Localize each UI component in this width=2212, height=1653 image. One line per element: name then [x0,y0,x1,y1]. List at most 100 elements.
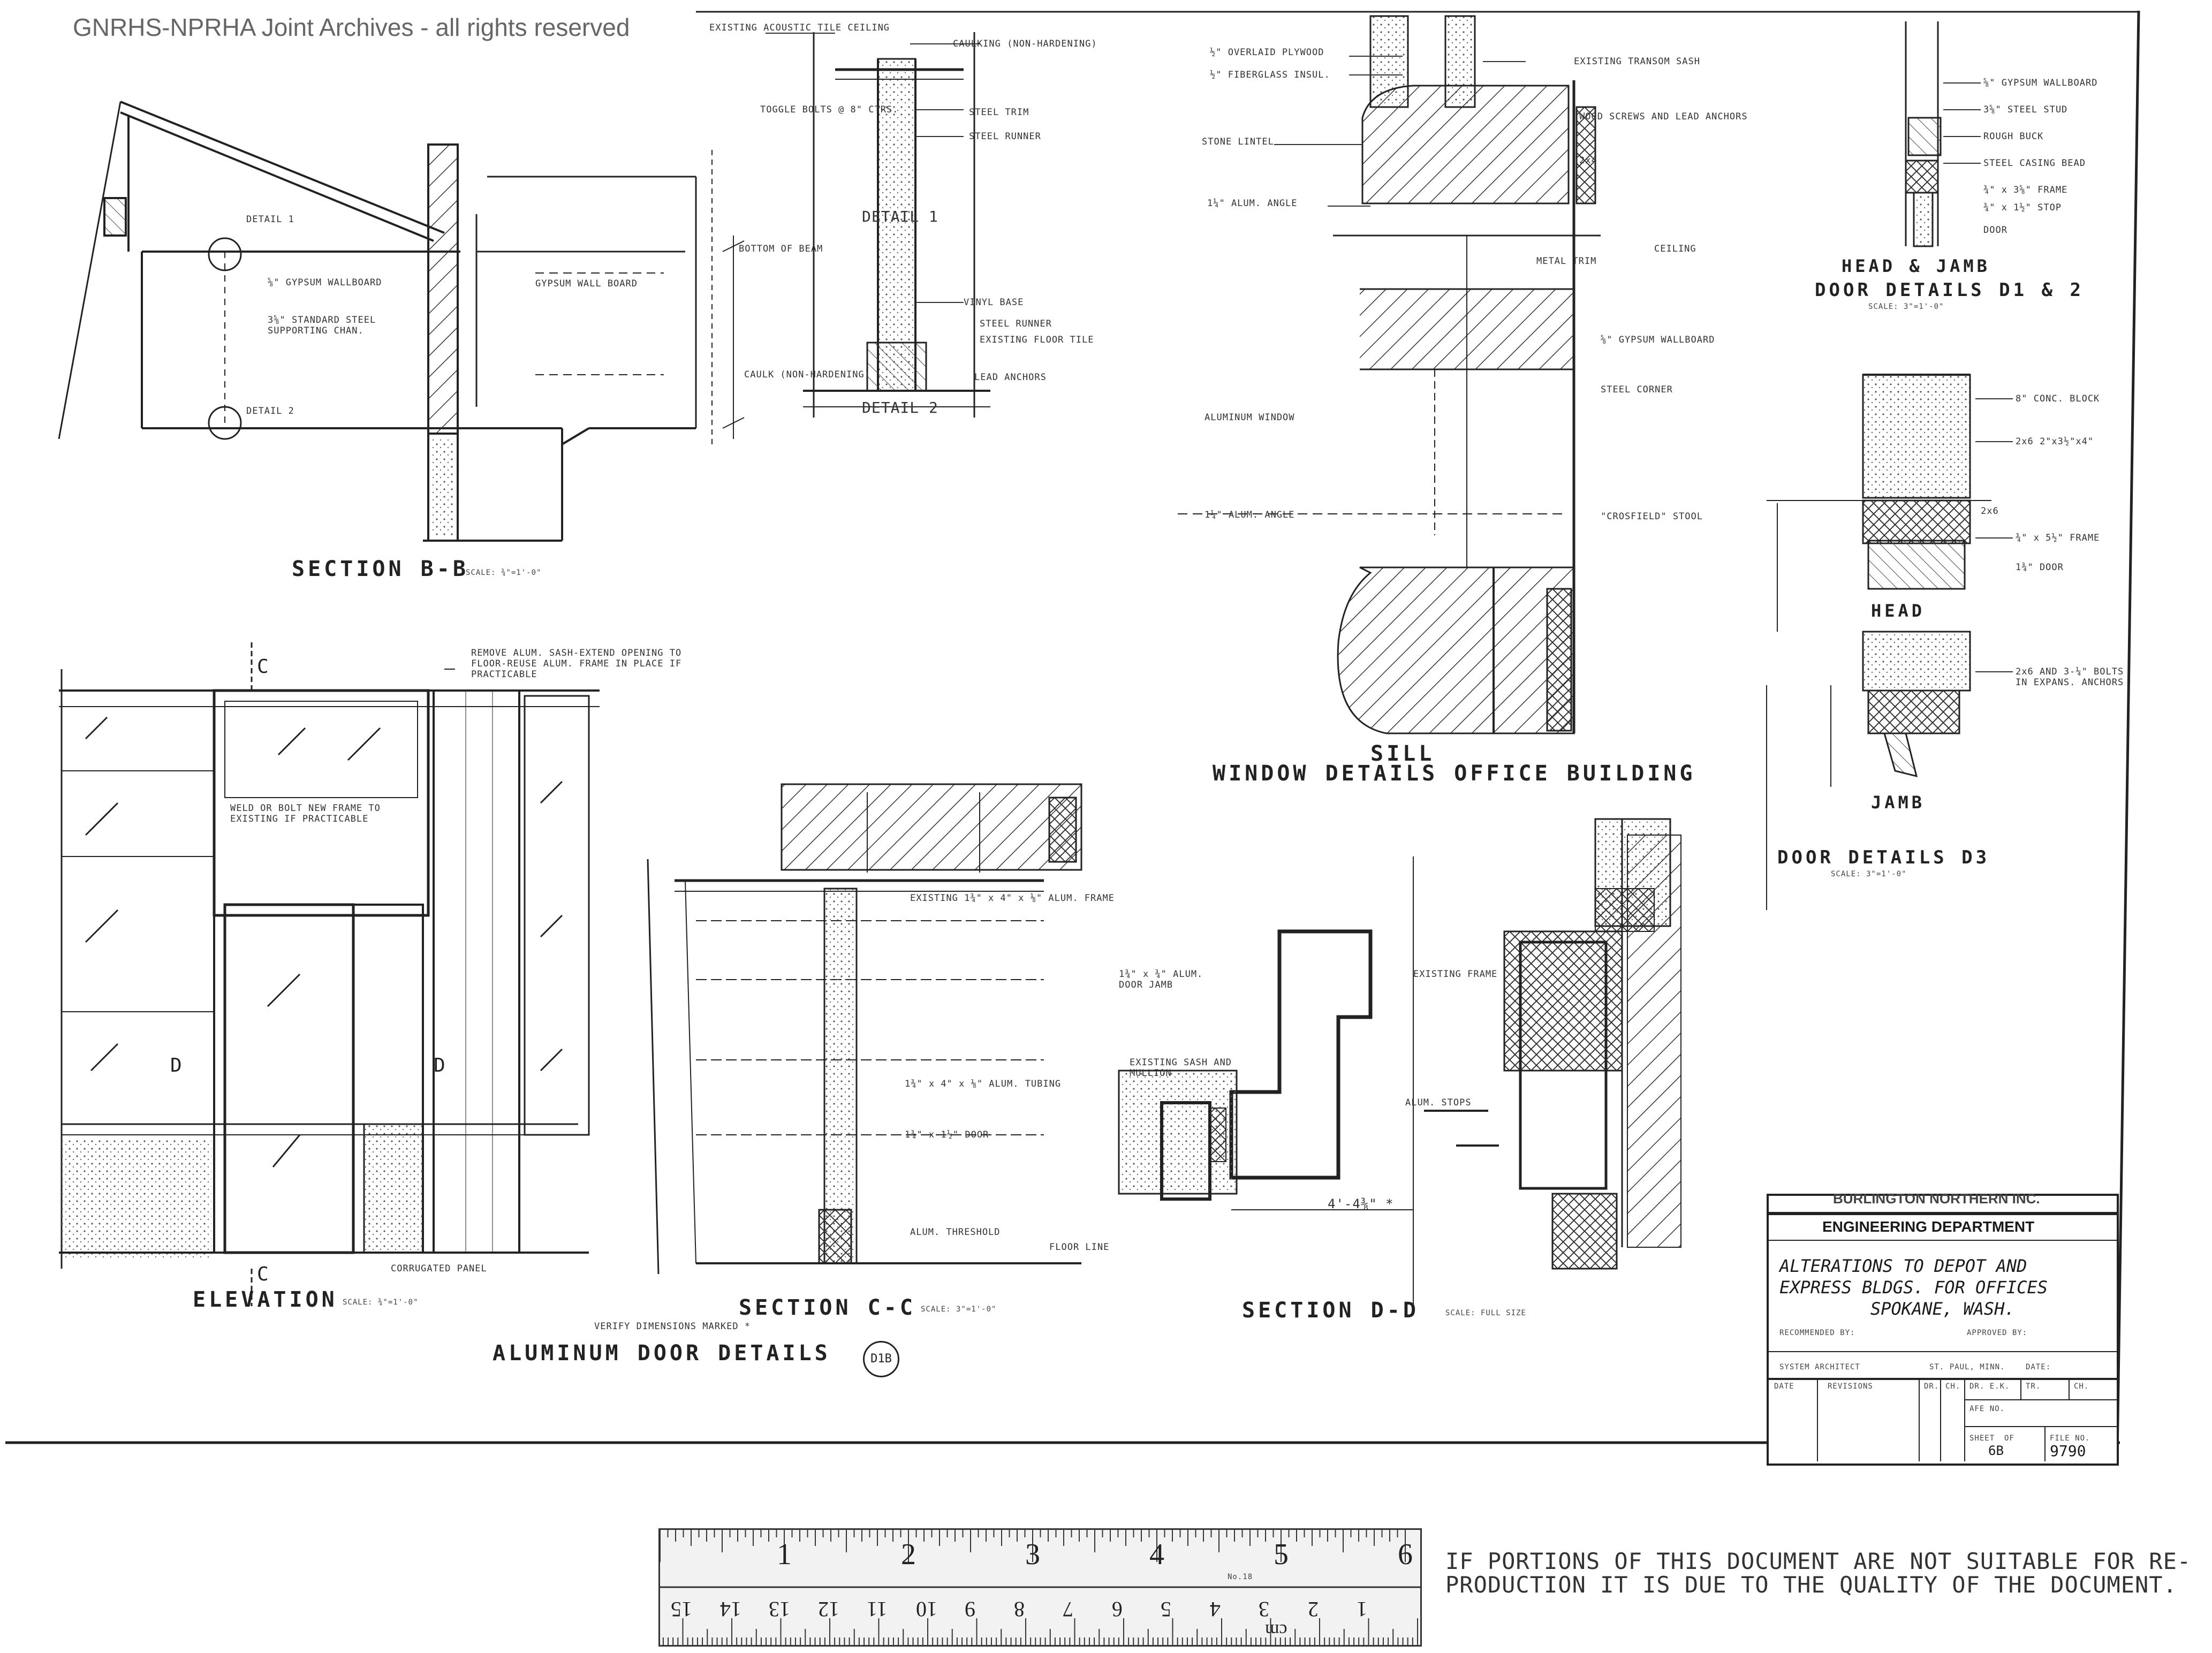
note-2x6-top: 2x6 2"x3½"x4" [2016,436,2094,447]
elevation-scale: SCALE: ¾"=1'-0" [343,1298,419,1307]
ruler-cm-number: 8 [1013,1597,1025,1621]
ruler-inch-number: 4 [1149,1538,1164,1571]
tb-architect: SYSTEM ARCHITECT [1779,1363,1860,1371]
note-bolts-anchors: 2x6 AND 3-¼" BOLTS IN EXPANS. ANCHORS [2016,666,2124,688]
note-alum-door-jamb: 1¾" x ¾" ALUM. DOOR JAMB [1119,969,1203,990]
note-rough-buck: ROUGH BUCK [1983,131,2044,142]
tb-file-label: FILE NO. [2050,1434,2090,1443]
head-label: HEAD [1871,601,1926,621]
disclaimer-line1: IF PORTIONS OF THIS DOCUMENT ARE NOT SUI… [1445,1548,2192,1574]
door-details-d12-scale: SCALE: 3"=1'-0" [1868,302,1944,311]
note-aluminum-window: ALUMINUM WINDOW [1205,412,1295,423]
tb-city: ST. PAUL, MINN. [1929,1363,2005,1371]
note-floor-line: FLOOR LINE [1049,1242,1110,1253]
note-2x6-head: 2x6 [1981,506,1999,517]
ruler-cm-number: 1 [1357,1597,1367,1621]
note-existing-transom-sash: EXISTING TRANSOM SASH [1574,56,1700,67]
note-frame-d12: ¾" x 3⅝" FRAME [1983,185,2068,195]
note-stop: ¾" x 1½" STOP [1983,202,2062,213]
elevation-title: ELEVATION [193,1287,338,1312]
section-bb-scale: SCALE: ¾"=1'-0" [466,568,542,577]
cut-marker-c-bottom: C [257,1263,269,1285]
note-caulking: CAULKING (NON-HARDENING) [953,39,1097,49]
section-dd-scale: SCALE: FULL SIZE [1445,1309,1526,1317]
ruler-inch-number: 5 [1274,1538,1289,1571]
note-existing-floor-tile: EXISTING FLOOR TILE [980,335,1094,345]
ruler-cm-number: 14 [719,1597,741,1621]
tb-recommended-by: RECOMMENDED BY: [1779,1329,1855,1337]
ruler-inch-number: 6 [1398,1538,1413,1571]
head-jamb-d12 [1905,21,1942,247]
ruler-cm-label: cm [1265,1620,1287,1640]
note-overlaid-plywood: ½" OVERLAID PLYWOOD [1210,47,1324,58]
note-steel-stud: 3⅝" STEEL STUD [1983,104,2068,115]
note-ceiling: CEILING [1654,244,1696,254]
ruler-cm-number: 3 [1259,1597,1269,1621]
note-existing-frame: EXISTING FRAME [1413,969,1498,980]
ruler-cm-number: 6 [1111,1597,1123,1621]
note-alum-tubing: 1¾" x 4" x ⅛" ALUM. TUBING [905,1079,1062,1089]
verify-dimensions-note: VERIFY DIMENSIONS MARKED * [594,1321,751,1332]
note-fiberglass-insul: ½" FIBERGLASS INSUL. [1210,70,1330,80]
window-details [1178,15,1601,734]
cut-marker-d-right: D [434,1055,445,1076]
tb-department: ENGINEERING DEPARTMENT [1822,1218,2035,1235]
tb-location: SPOKANE, WASH. [1870,1299,2015,1319]
aluminum-door-details-title: ALUMINUM DOOR DETAILS [493,1341,831,1366]
note-door-d12: DOOR [1983,225,2008,236]
watermark-text: GNRHS-NPRHA Joint Archives - all rights … [73,13,630,41]
section-dd [1118,818,1681,1306]
ruler-cm-number: 2 [1307,1597,1319,1621]
cut-marker-c-top: C [257,656,269,678]
section-cc [647,783,1082,1275]
note-alum-angle-top: 1¼" ALUM. ANGLE [1207,198,1298,209]
note-existing-sash-mullion: EXISTING SASH AND MULLION [1130,1057,1232,1079]
note-steel-supporting-chan: 3⅝" STANDARD STEEL SUPPORTING CHAN. [268,315,376,336]
note-conc-block: 8" CONC. BLOCK [2016,393,2100,404]
detail-tag-d1b: D1B [863,1341,899,1377]
ruler-cm-number: 10 [915,1597,937,1621]
section-cc-title: SECTION C-C [739,1295,916,1320]
door-details-d3-scale: SCALE: 3"=1'-0" [1831,870,1907,878]
note-detail-2-callout: DETAIL 2 [246,406,294,416]
note-steel-runner-bottom: STEEL RUNNER [980,319,1052,329]
note-detail-1-callout: DETAIL 1 [246,214,294,225]
note-vinyl-base: VINYL BASE [964,297,1024,308]
note-caulk: CAULK (NON-HARDENING) [744,369,870,380]
tb-col-tr: TR. [2026,1382,2041,1391]
door-details-d12-title: DOOR DETAILS D1 & 2 [1815,279,2084,301]
note-gypsum-wall-board: GYPSUM WALL BOARD [535,278,638,289]
window-details-title: WINDOW DETAILS OFFICE BUILDING [1213,761,1696,786]
note-2x4: 2x4 [1579,155,1597,166]
ruler-inch-number: 3 [1025,1538,1040,1571]
note-alum-angle-bottom: 1¼" ALUM. ANGLE [1205,510,1295,520]
tb-title-line1: ALTERATIONS TO DEPOT AND [1779,1256,2027,1276]
tb-date-label: DATE: [2026,1363,2051,1371]
note-metal-trim: METAL TRIM [1536,256,1597,267]
note-steel-runner-top: STEEL RUNNER [969,131,1041,142]
tb-afe-no: AFE NO. [1969,1405,2005,1413]
section-bb-title: SECTION B-B [292,557,469,581]
cut-marker-d-left: D [170,1055,182,1076]
note-steel-casing-bead: STEEL CASING BEAD [1983,158,2086,169]
detail-1-label: DETAIL 1 [862,208,938,225]
title-block: BURLINGTON NORTHERN INC. ENGINEERING DEP… [1767,1191,2119,1466]
note-corrugated-panel: CORRUGATED PANEL [391,1263,487,1274]
ruler-cm-number: 9 [965,1597,975,1621]
note-gypsum-wallboard-d12: ⅝" GYPSUM WALLBOARD [1983,78,2098,88]
head-jamb-label: HEAD & JAMB [1842,256,1990,276]
tb-of-label: OF [2004,1434,2014,1443]
tb-file-value: 9790 [2050,1442,2086,1460]
note-dimension-dd: 4'-4⅜" * [1328,1196,1394,1211]
door-details-d3 [1766,374,1991,910]
note-alum-stops: ALUM. STOPS [1405,1097,1472,1108]
ruler-ticks [660,1530,1420,1645]
note-existing-alum-frame: EXISTING 1¾" x 4" x ⅛" ALUM. FRAME [910,893,1115,904]
note-toggle-bolts: TOGGLE BOLTS @ 8" CTRS. [760,104,899,115]
leader-lines [766,33,2013,672]
note-steel-corner: STEEL CORNER [1601,384,1673,395]
reproduction-disclaimer: IF PORTIONS OF THIS DOCUMENT ARE NOT SUI… [1445,1550,2191,1597]
note-crosfield-stool: "CROSFIELD" STOOL [1601,511,1703,522]
